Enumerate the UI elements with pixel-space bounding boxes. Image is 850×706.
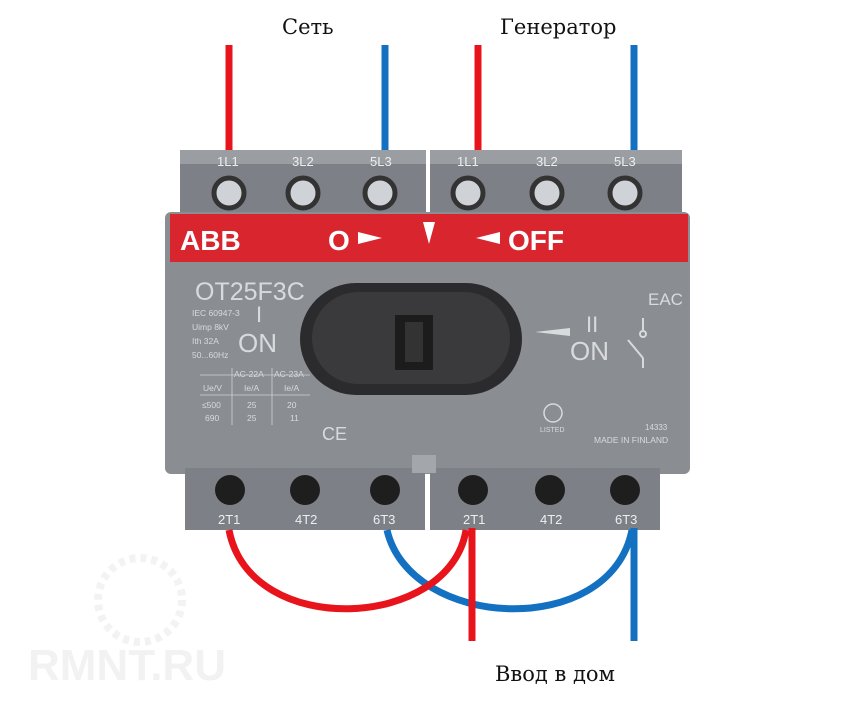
arrow-right-icon	[358, 232, 382, 244]
red-band: ABB O OFF	[170, 214, 688, 262]
table-cell: 25	[247, 400, 257, 410]
terminal-label: 3L2	[536, 154, 558, 169]
label-generator: Генератор	[500, 15, 616, 39]
spec-line: Ith 32A	[192, 336, 219, 346]
arrow-left-icon	[535, 328, 570, 336]
top-terminal-blocks: 1L1 3L2 5L3 1L1 3L2 5L3	[180, 150, 682, 218]
body-markings: OT25F3C IEC 60947-3 Uimp 8kV Ith 32A 50.…	[192, 278, 683, 445]
table-cell: 25	[247, 413, 257, 423]
position-off-label: OFF	[508, 225, 564, 256]
bottom-terminal-blocks: 2T1 4T2 6T3 2T1 4T2 6T3	[185, 455, 660, 530]
table-cell: ≤500	[202, 400, 221, 410]
terminal-label: 6T3	[615, 512, 637, 527]
table-header: Ie/A	[284, 383, 299, 393]
table-header: Ue/V	[203, 383, 222, 393]
position-1-roman: I	[256, 302, 262, 327]
table-cell: 20	[287, 400, 297, 410]
terminal-label: 1L1	[217, 154, 239, 169]
label-house-input: Ввод в дом	[495, 662, 615, 686]
table-header: AC-22A	[234, 369, 264, 379]
output-wires	[225, 528, 638, 641]
table-cell: 11	[290, 413, 299, 423]
table-header: Ie/A	[244, 383, 259, 393]
model-label: OT25F3C	[195, 278, 305, 306]
made-in-label: MADE IN FINLAND	[594, 435, 668, 445]
disconnector-symbol-icon	[627, 318, 647, 368]
terminal-label: 3L2	[292, 154, 314, 169]
phase-jumper-wire	[225, 529, 470, 613]
abb-logo: ABB	[180, 225, 241, 256]
ul-text: LISTED	[540, 427, 565, 434]
terminal-label: 5L3	[614, 154, 636, 169]
spec-line: IEC 60947-3	[192, 308, 240, 318]
terminal-label: 5L3	[370, 154, 392, 169]
terminal-label: 1L1	[457, 154, 479, 169]
position-1-on: ON	[238, 328, 277, 358]
code-label: 14333	[645, 423, 668, 432]
terminal-label: 4T2	[295, 512, 317, 527]
table-cell: 690	[205, 413, 219, 423]
arrow-left-icon	[476, 232, 500, 244]
neutral-jumper-wire	[383, 529, 636, 613]
terminal-label: 4T2	[540, 512, 562, 527]
terminal-label: 6T3	[373, 512, 395, 527]
watermark-text: RMNT.RU	[28, 641, 226, 690]
rating-table: AC-22A AC-23A Ue/V Ie/A Ie/A ≤500 25 20 …	[200, 368, 310, 425]
input-wires	[225, 45, 638, 160]
label-grid: Сеть	[282, 15, 334, 39]
spec-line: Uimp 8kV	[192, 322, 229, 332]
watermark: RMNT.RU	[28, 554, 226, 690]
position-o-label: O	[328, 225, 350, 256]
ul-listed-mark: LISTED	[540, 403, 565, 434]
rotary-handle[interactable]	[300, 283, 522, 395]
eac-mark: EAC	[648, 290, 683, 309]
position-2-roman: II	[586, 312, 598, 337]
terminal-label: 2T1	[463, 512, 485, 527]
position-2-on: ON	[570, 336, 609, 366]
ce-mark: CE	[322, 424, 347, 444]
terminal-label: 2T1	[218, 512, 240, 527]
top-screws	[211, 175, 643, 211]
indicator-down-icon	[423, 222, 435, 244]
spec-line: 50...60Hz	[192, 350, 228, 360]
table-header: AC-23A	[274, 369, 304, 379]
